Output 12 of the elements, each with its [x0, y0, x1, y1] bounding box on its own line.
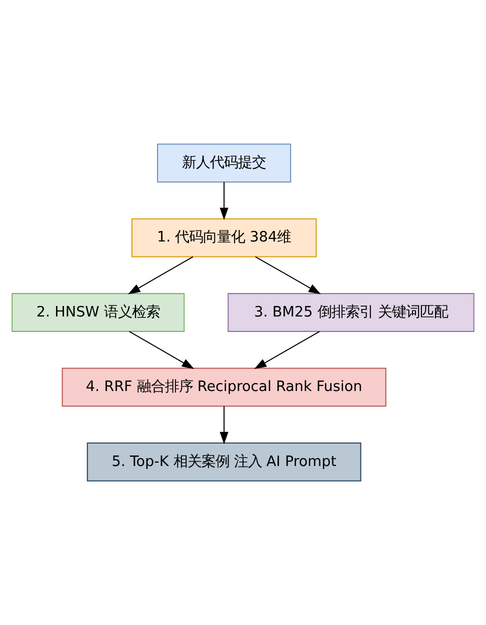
- arrow: [220, 182, 228, 220]
- node-box: 1. 代码向量化 384维: [131, 218, 317, 258]
- node-box: 5. Top-K 相关案例 注入 AI Prompt: [86, 442, 362, 482]
- arrow: [129, 331, 194, 369]
- arrow: [128, 256, 194, 294]
- node-box: 4. RRF 融合排序 Reciprocal Rank Fusion: [62, 368, 386, 407]
- arrow: [254, 331, 320, 369]
- node-box: 2. HNSW 语义检索: [12, 293, 185, 332]
- node-box: 3. BM25 倒排索引 关键词匹配: [228, 293, 474, 332]
- arrow: [255, 256, 321, 294]
- node-box: 新人代码提交: [157, 144, 292, 182]
- arrow: [220, 406, 228, 444]
